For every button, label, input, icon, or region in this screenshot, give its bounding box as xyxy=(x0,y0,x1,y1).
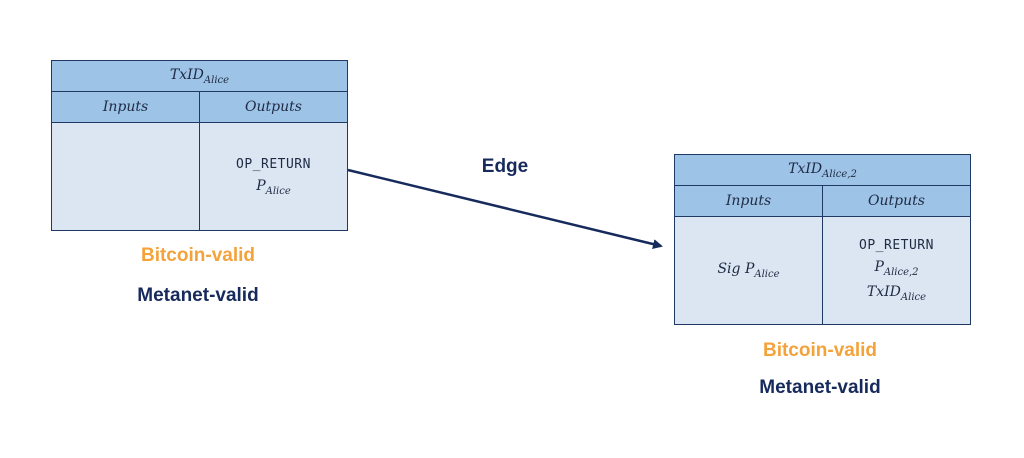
signature-input: Sig PAlice xyxy=(717,261,780,280)
transaction-box-alice: TxIDAlice Inputs Outputs OP_RETURN PAlic… xyxy=(51,60,348,231)
bitcoin-valid-label: Bitcoin-valid xyxy=(762,340,877,361)
transaction-box-alice-2: TxIDAlice,2 Inputs Outputs Sig PAlice OP… xyxy=(674,154,971,325)
outputs-cell: OP_RETURN PAlice xyxy=(200,123,347,230)
metanet-valid-label: Metanet-valid xyxy=(137,285,259,306)
inputs-column-header: Inputs xyxy=(675,186,823,217)
inputs-cell xyxy=(52,123,200,230)
op-return-text: OP_RETURN xyxy=(859,238,934,253)
outputs-column-header: Outputs xyxy=(823,186,970,217)
parent-txid-output: TxIDAlice xyxy=(866,284,927,303)
inputs-column-header: Inputs xyxy=(52,92,200,123)
txid-base: TxID xyxy=(788,160,823,177)
bitcoin-valid-label: Bitcoin-valid xyxy=(140,245,255,266)
txid-base: TxID xyxy=(169,66,204,83)
outputs-column-header: Outputs xyxy=(200,92,347,123)
inputs-cell: Sig PAlice xyxy=(675,217,823,324)
metanet-valid-label: Metanet-valid xyxy=(759,377,881,398)
public-key-output: PAlice,2 xyxy=(874,259,919,278)
txid-sub: Alice,2 xyxy=(822,168,857,180)
tx-header: TxIDAlice,2 xyxy=(675,155,970,186)
tx-header: TxIDAlice xyxy=(52,61,347,92)
txid-sub: Alice xyxy=(203,74,230,86)
edge-label: Edge xyxy=(481,156,529,177)
outputs-cell: OP_RETURN PAlice,2 TxIDAlice xyxy=(823,217,970,324)
public-key-output: PAlice xyxy=(256,177,291,197)
op-return-text: OP_RETURN xyxy=(236,156,311,172)
